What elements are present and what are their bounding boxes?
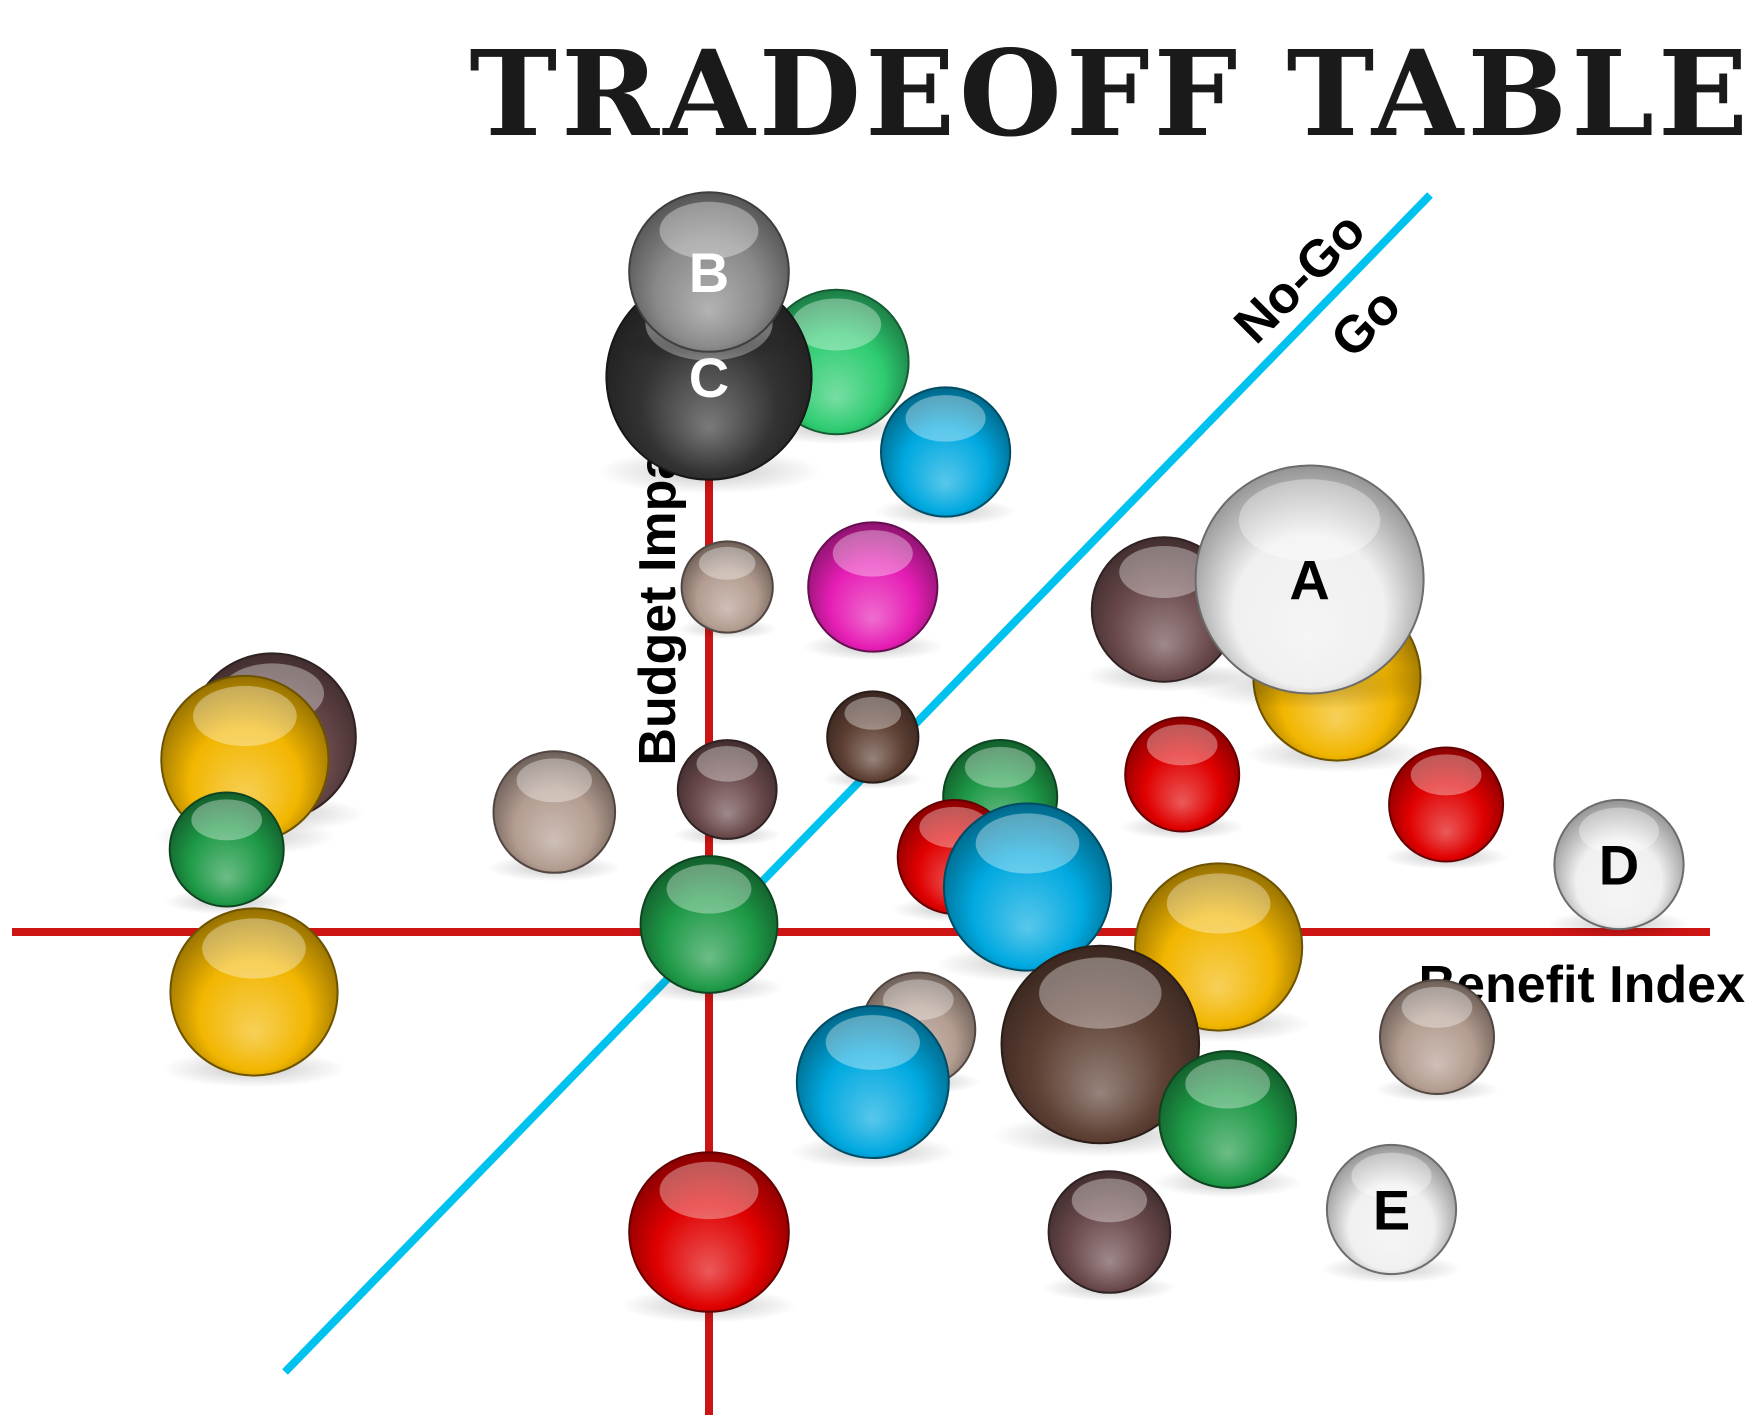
bubble-point-25-highlight [1185,1059,1271,1109]
bubble-point-15-highlight [191,799,263,841]
bubble-point-10-circle [1124,716,1241,833]
bubble-point-2-highlight [905,395,986,442]
bubble-point-1-highlight [791,298,882,351]
bubble-point-4-circle [807,521,939,653]
bubble-point-10-highlight [1146,724,1218,766]
bubble-e-highlight [1351,1152,1432,1200]
bubble-point-20-circle [169,907,339,1077]
bubble-point-24-highlight [825,1015,920,1070]
bubble-point-17-circle [942,802,1113,972]
bubble-point-17-highlight [975,813,1080,874]
bubble-point-26-circle [628,1151,790,1313]
bubble-point-22-highlight [1039,957,1162,1029]
bubble-point-14-circle [492,750,617,874]
bubble-point-19 [633,855,785,1003]
bubble-point-10 [1119,716,1245,840]
bubble-d-label: D [1599,834,1639,897]
bubble-d: D [1547,798,1691,939]
bubble-point-22-circle [1000,944,1201,1145]
bubble-point-13-circle [676,739,778,840]
bubble-b: B [621,191,797,363]
bubble-point-23-highlight [1401,986,1473,1028]
bubbles-layer [152,288,1509,1323]
bubble-point-14-highlight [516,758,592,803]
bubble-point-11 [1383,746,1509,870]
bubble-point-13 [672,739,782,846]
bubble-a-circle [1194,464,1425,695]
bubble-point-4 [801,521,944,661]
bubble-point-20-highlight [202,918,306,979]
bubble-point-13-highlight [696,746,758,782]
bubble-point-11-highlight [1410,754,1482,796]
bubble-point-15-circle [168,791,285,908]
bubble-point-24-circle [795,1005,950,1159]
bubble-point-25-circle [1158,1050,1298,1189]
bubble-point-19-circle [639,855,779,994]
bubble-point-26 [621,1151,797,1323]
bubble-a-highlight [1238,479,1381,562]
bubble-point-18-highlight [1166,873,1271,934]
bubble-point-23-circle [1379,979,1495,1095]
bubble-a: A [1184,464,1435,710]
bubble-e: E [1320,1143,1463,1284]
bubble-point-11-circle [1388,746,1505,863]
bubble-point-4-highlight [832,530,913,577]
bubble-d-circle [1553,798,1685,931]
bubble-point-3 [677,540,778,639]
bubble-point-2-circle [880,386,1012,518]
bubble-d-highlight [1578,807,1660,855]
bubble-b-circle [628,191,790,353]
bubble-point-27-circle [1047,1170,1172,1294]
bubble-point-7 [822,690,923,789]
bubble-point-21-highlight [882,979,954,1021]
bubble-point-22 [991,944,1209,1158]
bubble-point-27-highlight [1071,1178,1148,1223]
bubble-point-20 [162,907,346,1088]
bubble-a-label: A [1289,549,1329,612]
bubble-point-14 [487,750,622,882]
bubble-point-27 [1042,1170,1177,1302]
bubble-e-circle [1325,1143,1458,1276]
bubble-point-7-highlight [844,696,902,730]
bubble-point-23 [1374,979,1500,1102]
bubble-point-9-highlight [193,685,297,747]
bubble-point-25 [1152,1050,1303,1198]
bubble-b-label: B [689,241,729,304]
bubble-point-5-highlight [1119,545,1209,598]
bubble-point-7-circle [826,690,920,784]
bubble-point-3-circle [680,540,774,634]
bubble-e-label: E [1373,1179,1410,1242]
bubble-point-26-highlight [659,1161,759,1220]
bubble-point-15 [164,791,290,915]
bubble-b-highlight [659,201,759,260]
bubble-point-3-highlight [698,546,756,580]
bubble-point-12-highlight [964,746,1036,788]
chart-title: TRADEOFF TABLE [469,24,1752,163]
bubble-point-19-highlight [666,864,752,914]
bubble-point-2 [874,386,1017,526]
bubble-point-24 [789,1005,957,1169]
